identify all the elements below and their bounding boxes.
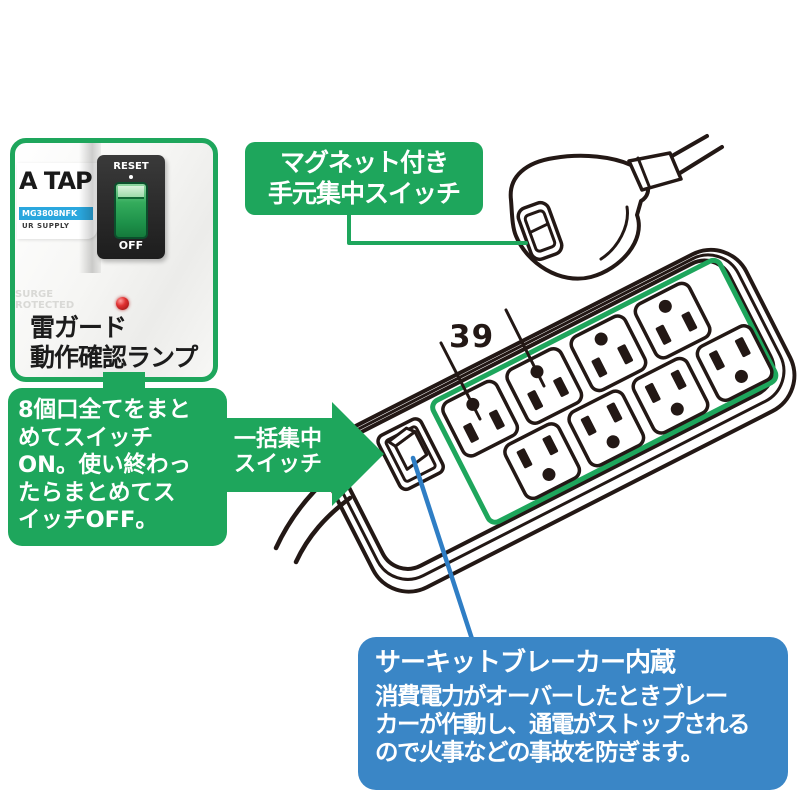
- cable-line: [670, 134, 709, 158]
- photo-caption: 雷ガード 動作確認ランプ: [30, 313, 198, 372]
- photo-breaker-switch: RESET OFF: [97, 155, 165, 259]
- remote-rocker-switch: [516, 200, 564, 262]
- cable-ferrule: [627, 151, 683, 192]
- outlet: [631, 356, 710, 435]
- remote-switch-illustration: [508, 134, 724, 281]
- surge-protected-text: SURGE ROTECTED: [15, 289, 75, 311]
- outlet-area-highlight: [430, 257, 779, 525]
- outlet: [569, 314, 648, 393]
- surge-indicator-led: [116, 297, 129, 310]
- breaker-callout-body: 消費電力がオーバーしたときブレー カーが作動し、通電がストップされる ので火事な…: [375, 682, 751, 766]
- outlet: [567, 389, 646, 468]
- collective-switch-arrow-label: 一括集中 スイッチ: [234, 427, 323, 477]
- outlet: [503, 422, 582, 501]
- product-label-title: A TAP: [19, 167, 93, 195]
- indicator-dot: [129, 175, 133, 179]
- product-model-number: MG3808NFK: [19, 207, 93, 220]
- dimension-39-label: 39: [449, 319, 495, 355]
- outlet: [695, 324, 774, 403]
- outlet-row-bottom: [503, 324, 774, 501]
- product-photo-panel: A TAP MG3808NFK UR SUPPLY RESET OFF SURG…: [10, 138, 218, 382]
- off-label: OFF: [118, 239, 144, 252]
- rocker-top-face: [118, 186, 144, 199]
- power-strip-illustration: [323, 247, 797, 594]
- magnet-switch-label: マグネット付き 手元集中スイッチ: [245, 142, 483, 215]
- magnet-label-connector-line: [347, 213, 528, 245]
- reset-label: RESET: [113, 161, 149, 172]
- breaker-callout-box: サーキットブレーカー内蔵 消費電力がオーバーしたときブレー カーが作動し、通電が…: [358, 637, 788, 790]
- green-rocker-switch: [114, 182, 148, 239]
- breaker-switch: [376, 417, 445, 492]
- outlet: [633, 281, 712, 360]
- usage-note-box: 8個口全てをまと めてスイッチ ON。使い終わっ たらまとめてス イッチOFF。: [8, 388, 227, 546]
- product-label-card: A TAP MG3808NFK UR SUPPLY: [17, 163, 97, 239]
- product-brand-text: UR SUPPLY: [22, 222, 70, 230]
- dimension-leader-lines: [439, 308, 546, 421]
- collective-switch-arrow: [224, 402, 384, 506]
- cable-line: [678, 145, 724, 175]
- photo-shadow: [79, 143, 101, 273]
- breaker-callout-title: サーキットブレーカー内蔵: [375, 648, 676, 678]
- breaker-callout-line: [410, 455, 475, 642]
